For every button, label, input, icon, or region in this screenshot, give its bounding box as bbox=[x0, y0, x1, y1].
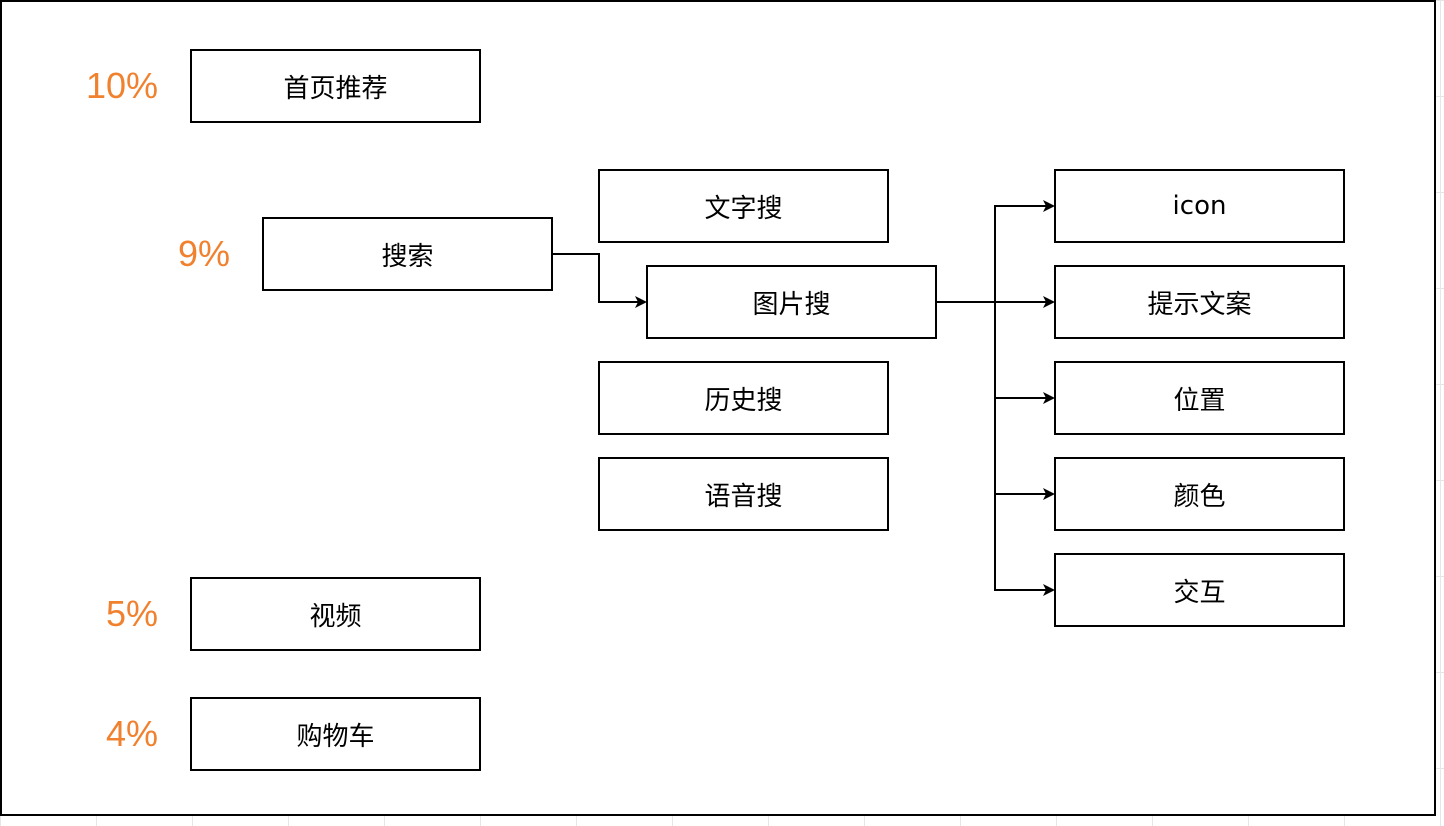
node-video-label: 视频 bbox=[309, 601, 362, 632]
video-percent: 5% bbox=[106, 593, 159, 634]
node-position[interactable]: 位置 bbox=[1054, 361, 1345, 435]
node-home-recommend-label: 首页推荐 bbox=[283, 73, 388, 104]
home-recommend-percent: 10% bbox=[86, 65, 159, 106]
edge-image-search-to-interaction bbox=[994, 302, 1055, 596]
node-history-search-label: 历史搜 bbox=[704, 385, 783, 416]
node-text-search[interactable]: 文字搜 bbox=[598, 169, 889, 243]
node-history-search[interactable]: 历史搜 bbox=[598, 361, 889, 435]
node-icon[interactable]: icon bbox=[1054, 169, 1345, 243]
node-voice-search[interactable]: 语音搜 bbox=[598, 457, 889, 531]
node-cart[interactable]: 购物车 bbox=[190, 697, 481, 771]
node-voice-search-label: 语音搜 bbox=[704, 481, 783, 512]
node-interaction-label: 交互 bbox=[1173, 577, 1226, 608]
node-text-search-label: 文字搜 bbox=[704, 193, 783, 224]
node-color-label: 颜色 bbox=[1173, 481, 1226, 512]
edge-search-to-image-search bbox=[552, 253, 647, 308]
node-image-search[interactable]: 图片搜 bbox=[646, 265, 937, 339]
node-color[interactable]: 颜色 bbox=[1054, 457, 1345, 531]
node-search-label: 搜索 bbox=[381, 241, 434, 272]
edge-image-search-to-position bbox=[994, 302, 1055, 404]
node-hint-text-label: 提示文案 bbox=[1147, 289, 1252, 320]
node-image-search-label: 图片搜 bbox=[752, 289, 831, 320]
edge-image-search-to-icon bbox=[936, 200, 1055, 303]
node-hint-text[interactable]: 提示文案 bbox=[1054, 265, 1345, 339]
node-search[interactable]: 搜索 bbox=[262, 217, 553, 291]
node-video[interactable]: 视频 bbox=[190, 577, 481, 651]
cart-percent: 4% bbox=[106, 713, 159, 754]
node-cart-label: 购物车 bbox=[296, 721, 375, 752]
node-home-recommend[interactable]: 首页推荐 bbox=[190, 49, 481, 123]
node-interaction[interactable]: 交互 bbox=[1054, 553, 1345, 627]
node-icon-label: icon bbox=[1172, 191, 1227, 221]
search-percent: 9% bbox=[178, 233, 231, 274]
node-position-label: 位置 bbox=[1173, 385, 1226, 416]
